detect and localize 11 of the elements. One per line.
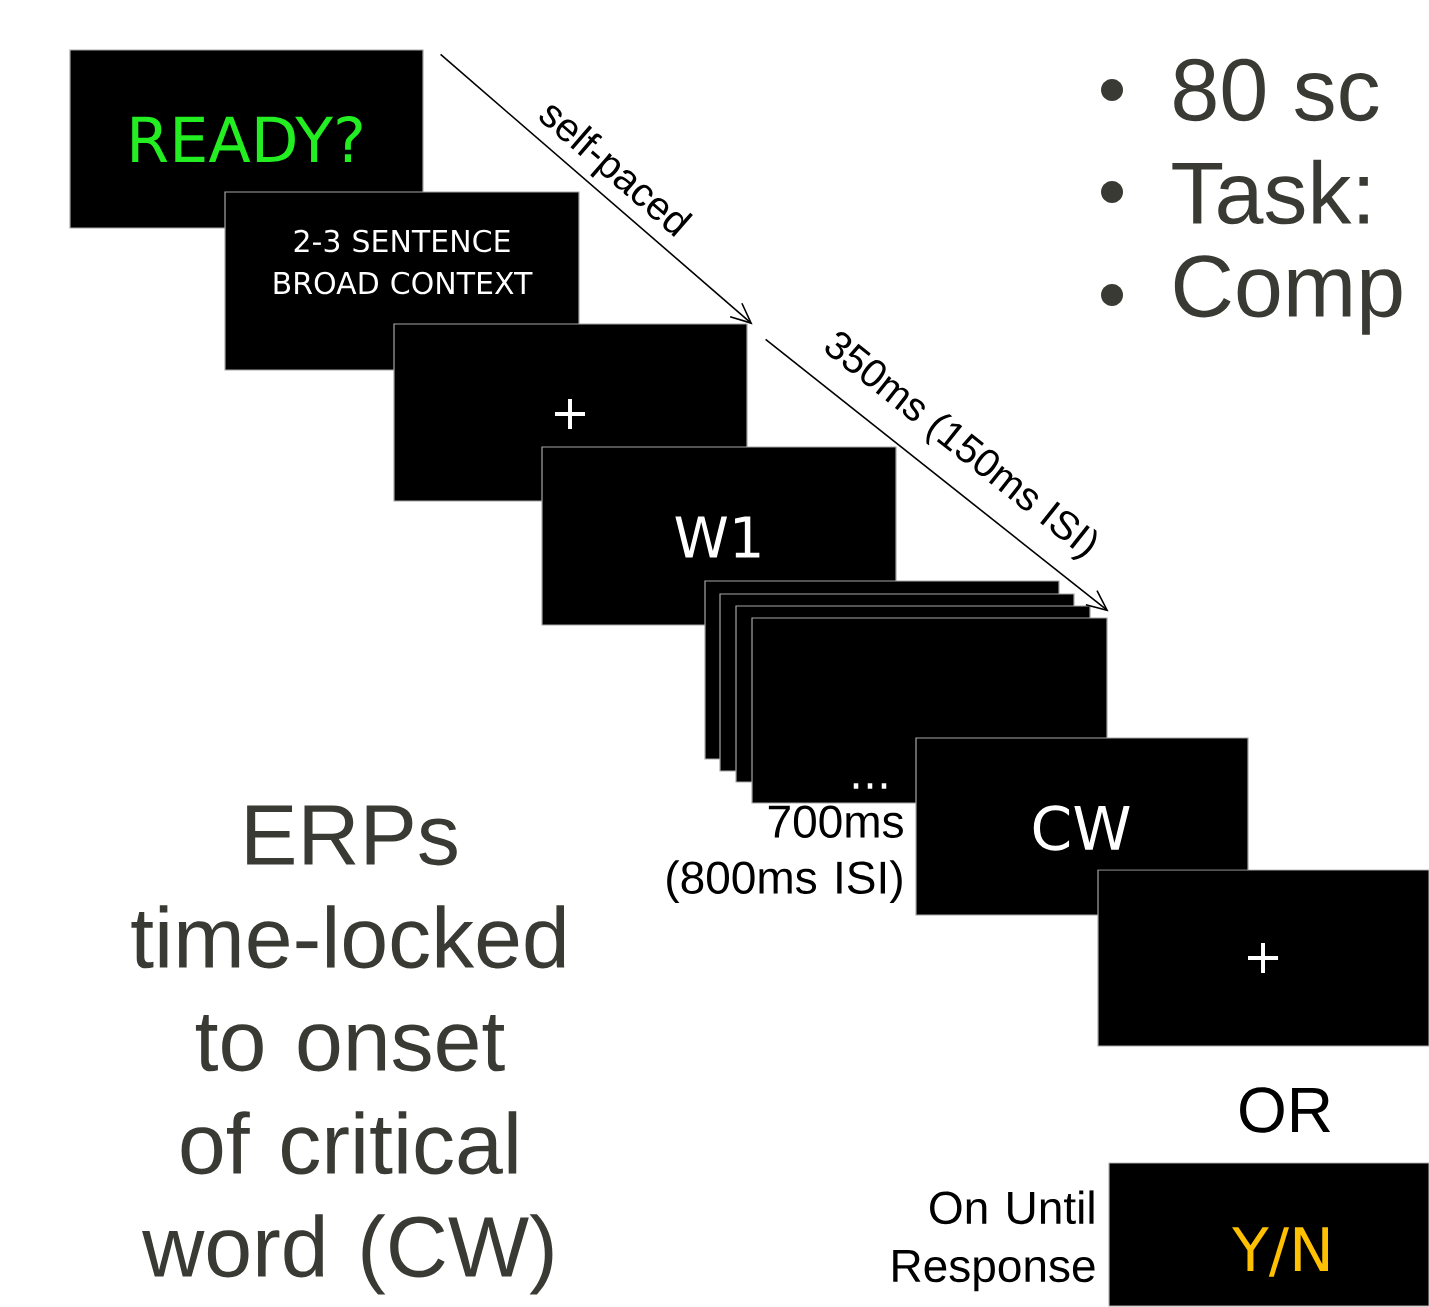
screen: Y/N bbox=[1108, 1162, 1429, 1307]
bullet-point: Task: bbox=[1101, 159, 1368, 225]
duration-label: On Until Response bbox=[893, 1190, 1095, 1292]
screen: + bbox=[1097, 869, 1429, 1047]
or-text: OR bbox=[1240, 1087, 1331, 1133]
arrow bbox=[764, 338, 1109, 612]
duration-label: 700ms (800ms ISI) bbox=[667, 805, 903, 904]
bullet-point: Comp bbox=[1101, 255, 1402, 335]
bullet-point: 80 sc bbox=[1101, 58, 1379, 122]
caption-text: ERPs time-locked to onset of critical word (CW) bbox=[131, 805, 565, 1295]
arrow bbox=[439, 53, 753, 325]
